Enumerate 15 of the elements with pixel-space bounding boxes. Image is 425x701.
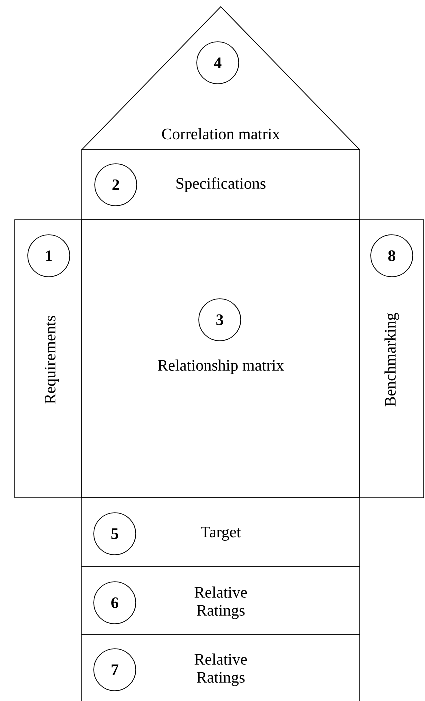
matrix-section-box <box>14 220 82 498</box>
matrix-section-box <box>82 150 360 220</box>
section-label: Relative Ratings <box>194 586 248 620</box>
section-label: Relative Ratings <box>194 654 248 686</box>
matrix-section-box <box>82 566 360 636</box>
matrix-section-box <box>82 498 360 568</box>
section-label: Relationship matrix <box>158 360 284 374</box>
section-label: Requirements <box>45 316 59 404</box>
matrix-section-box <box>82 220 360 498</box>
section-label: Correlation matrix <box>162 128 280 140</box>
section-label: Benchmarking <box>384 313 400 407</box>
section-label: Target <box>201 527 242 541</box>
matrix-section-box <box>360 220 424 498</box>
matrix-section-box <box>82 634 360 701</box>
section-label: Specifications <box>176 178 266 192</box>
